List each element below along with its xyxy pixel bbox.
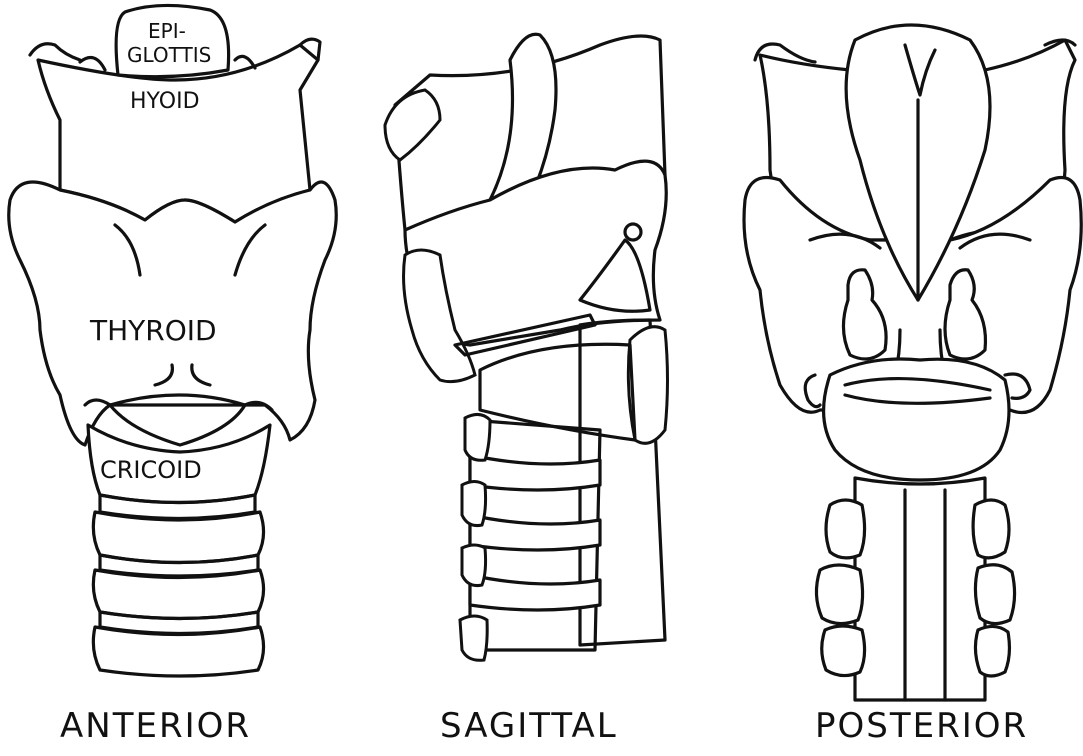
anterior-tracheal-ring-2 (93, 570, 263, 619)
sagittal-ring-end-4 (460, 616, 487, 660)
sagittal-ring-end-3 (462, 545, 486, 586)
sagittal-view (385, 34, 668, 660)
view-label-sagittal: SAGITTAL (440, 706, 618, 746)
sagittal-hyoid-stub (385, 90, 440, 160)
view-label-posterior: POSTERIOR (815, 706, 1028, 746)
anterior-tracheal-ring-3 (93, 627, 263, 676)
posterior-trachealis (855, 478, 985, 700)
posterior-ring-right-3 (975, 626, 1009, 676)
posterior-ring-left-3 (822, 626, 865, 676)
posterior-ring-left-2 (816, 565, 862, 624)
label-epiglottis-line1: EPI- (148, 19, 186, 43)
posterior-ring-right-2 (975, 565, 1014, 624)
anterior-tracheal-ring-1 (93, 512, 263, 563)
sagittal-ring-end-1 (465, 414, 490, 460)
anterior-view: EPI- GLOTTIS HYOID THYROID CRICOID (9, 5, 337, 676)
label-cricoid: CRICOID (100, 456, 202, 484)
sagittal-ring-end-2 (462, 482, 486, 526)
label-thyroid: THYROID (89, 314, 217, 347)
label-epiglottis-line2: GLOTTIS (127, 43, 211, 67)
view-label-anterior: ANTERIOR (60, 706, 251, 746)
posterior-cricoid-lamina (824, 359, 1009, 480)
posterior-ring-right-1 (973, 500, 1009, 558)
posterior-ring-left-1 (826, 500, 865, 558)
posterior-view (744, 25, 1081, 700)
label-hyoid: HYOID (130, 89, 200, 114)
